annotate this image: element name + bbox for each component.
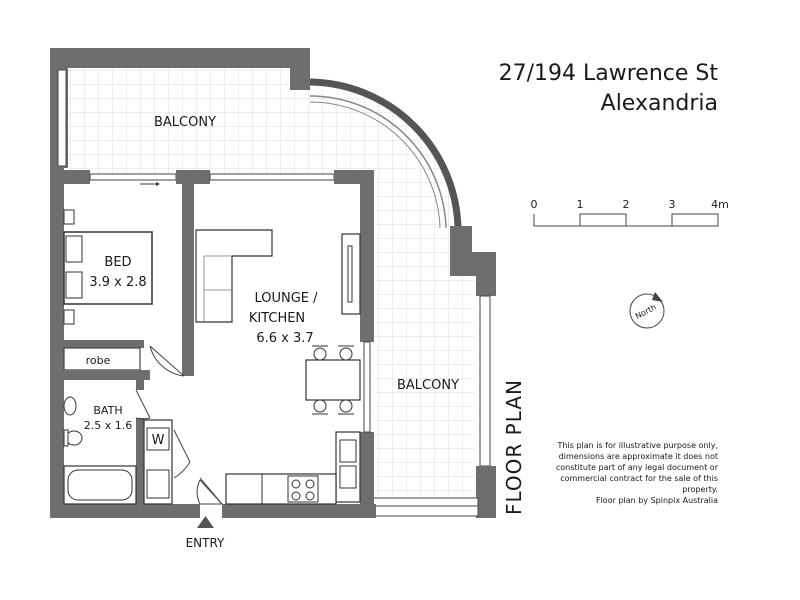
pillow-1 [65,235,83,263]
balcony-outer-wall [50,48,268,168]
balcony-top-wall-right [268,48,310,90]
address-line-1: 27/194 Lawrence St [498,61,718,86]
washer-mark: W [152,433,165,448]
lounge-balcony-slider [363,341,371,433]
balcony-top-label: BALCONY [154,115,216,130]
balcony-right-wall-top [450,226,496,296]
washer [146,427,170,451]
wall-bottom-right [222,504,376,518]
credit-text: Floor plan by Spinpix Australia [595,496,718,505]
scale-tick-4: 4m [711,198,729,211]
scale-tick-1: 1 [577,198,584,211]
balcony-curved-rail [309,78,462,229]
dining-chairs [312,345,354,415]
entry-marker [197,516,214,528]
laundry-tub [146,469,170,499]
bedside-2 [63,309,75,325]
bed-door-swing [149,345,185,377]
entry-label: ENTRY [186,536,225,550]
scale-tick-3: 3 [669,198,676,211]
wall-right-top [360,172,374,342]
robe-label: robe [86,354,111,367]
pillow-2 [65,271,83,299]
wall-top-right [334,170,374,184]
laundry-door-swing [173,429,191,479]
kitchen-bench-bottom [225,473,337,505]
wall-top-left [50,170,90,184]
lounge-size: 6.6 x 3.7 [256,331,313,346]
dining-table [305,359,361,401]
lounge-label: LOUNGE / [254,291,318,306]
balcony-top-window [57,69,67,167]
cooktop [287,475,319,503]
bath-wall-right [136,418,144,504]
scale-tick-0: 0 [531,198,538,211]
scale-bar [533,213,719,227]
bath-label: BATH [93,404,122,417]
bed-slider [89,173,177,181]
slide-arrow-head [156,182,160,186]
bed-size: 3.9 x 2.8 [89,275,146,290]
bed-label: BED [104,255,131,270]
wall-bottom [50,504,200,518]
floor-plan-title: FLOOR PLAN [502,379,526,515]
scale-tick-2: 2 [623,198,630,211]
disclaimer: This plan is for illustrative purpose on… [548,440,718,506]
balcony-right-label: BALCONY [397,378,459,393]
wall-right-bottom [360,432,374,518]
wall-bed-lounge [182,180,194,376]
disclaimer-text: This plan is for illustrative purpose on… [555,441,718,494]
entry-door-swing-2 [199,477,223,505]
balcony-bottom-edge [371,497,479,517]
toilet-cistern [63,429,69,447]
kitchen-sink-2 [339,465,357,489]
kitchen-sink [339,439,357,463]
bath-door-swing [135,389,151,420]
balcony-right-window [479,295,491,467]
wall-robe-bath [50,370,150,380]
balcony-right-wall-bottom [476,466,496,518]
bath-wall-left-top [136,380,144,390]
north-compass-icon: North [629,292,665,329]
balcony-top-floor [68,68,475,498]
kitchen-label: KITCHEN [249,311,305,326]
basin [63,396,77,416]
balcony-curved-rail-inner2 [309,101,441,229]
sofa [195,229,273,323]
lounge-slider [209,173,335,181]
wall-left [50,168,64,518]
bathtub-inner [67,469,133,501]
tv-screen [347,245,353,303]
wall-bed-lounge-stub [64,340,144,348]
bedside-1 [63,209,75,225]
balcony-curved-rail-inner [309,95,447,229]
bath-size: 2.5 x 1.6 [84,419,133,432]
entry-door-swing [196,479,223,505]
address-line-2: Alexandria [600,91,718,116]
